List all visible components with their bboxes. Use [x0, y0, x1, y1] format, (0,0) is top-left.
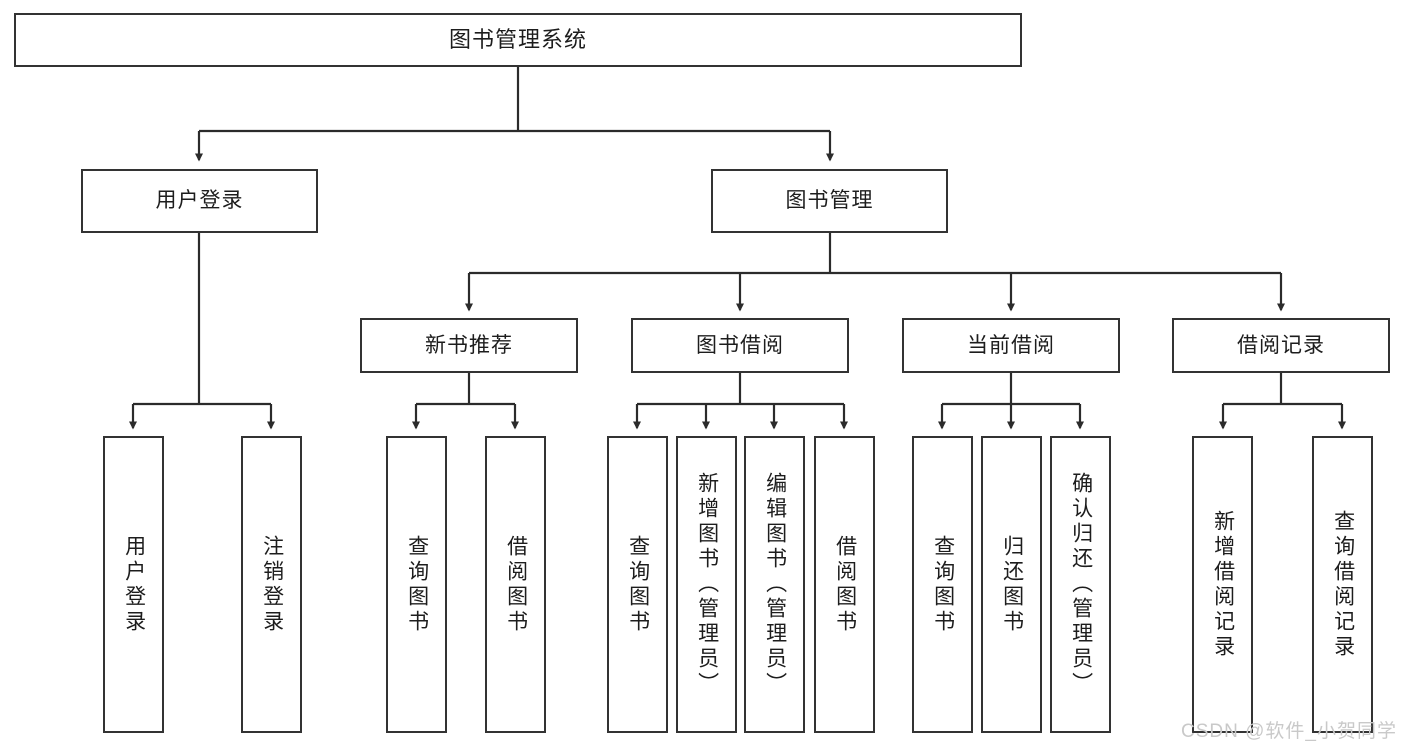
node-book-borrow[interactable]: 图书借阅 [631, 318, 849, 373]
node-current-borrow[interactable]: 当前借阅 [902, 318, 1120, 373]
leaf-user-login-logout[interactable]: 注销登录 [241, 436, 302, 733]
leaf-new-book-query[interactable]: 查询图书 [386, 436, 447, 733]
leaf-new-book-borrow[interactable]: 借阅图书 [485, 436, 546, 733]
node-root-system[interactable]: 图书管理系统 [14, 13, 1022, 67]
leaf-user-login-login[interactable]: 用户登录 [103, 436, 164, 733]
leaf-borrow-add-book-admin[interactable]: 新增图书（管理员） [676, 436, 737, 733]
leaf-record-add-record[interactable]: 新增借阅记录 [1192, 436, 1253, 733]
leaf-borrow-borrow-book[interactable]: 借阅图书 [814, 436, 875, 733]
leaf-current-confirm-return-admin[interactable]: 确认归还（管理员） [1050, 436, 1111, 733]
watermark: CSDN @软件_小贺同学 [1181, 721, 1397, 742]
leaf-record-query-record[interactable]: 查询借阅记录 [1312, 436, 1373, 733]
leaf-borrow-edit-book-admin[interactable]: 编辑图书（管理员） [744, 436, 805, 733]
node-book-management[interactable]: 图书管理 [711, 169, 948, 233]
leaf-current-return-book[interactable]: 归还图书 [981, 436, 1042, 733]
leaf-current-query-book[interactable]: 查询图书 [912, 436, 973, 733]
leaf-borrow-query-book[interactable]: 查询图书 [607, 436, 668, 733]
node-user-login[interactable]: 用户登录 [81, 169, 318, 233]
node-borrow-record[interactable]: 借阅记录 [1172, 318, 1390, 373]
node-new-book-recommend[interactable]: 新书推荐 [360, 318, 578, 373]
